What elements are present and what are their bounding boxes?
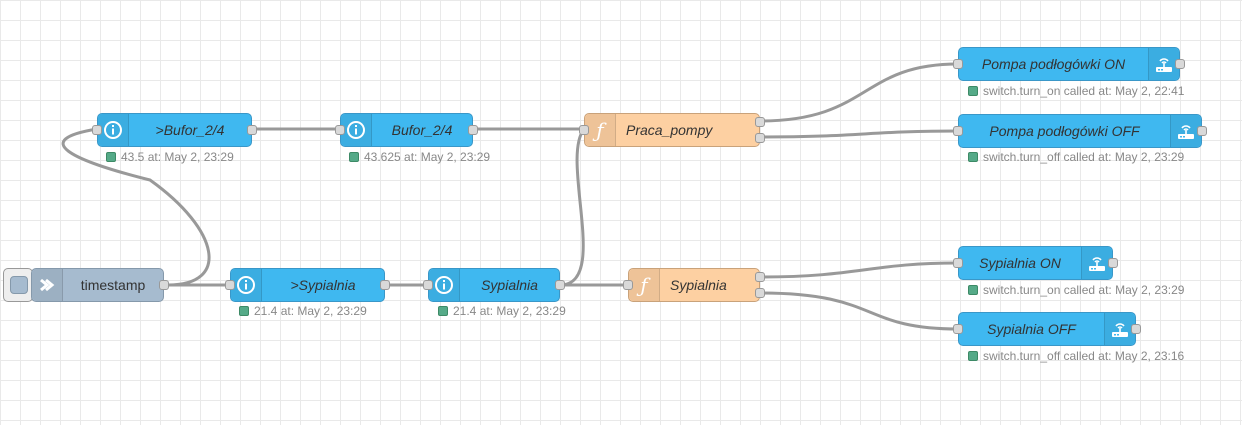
node-sypialnia-on[interactable]: Sypialnia ON	[953, 246, 1118, 280]
status-dot	[239, 306, 249, 316]
node-status: 43.5 at: May 2, 23:29	[106, 150, 234, 164]
info-icon	[429, 269, 460, 301]
status-dot	[968, 152, 978, 162]
output-port[interactable]	[247, 125, 257, 135]
node-label: Pompa podłogówki ON	[981, 56, 1126, 72]
input-port[interactable]	[92, 125, 102, 135]
node-pompa-off[interactable]: Pompa podłogówki OFF	[953, 114, 1207, 148]
node-label: >Bufor_2/4	[155, 122, 225, 138]
output-port-1[interactable]	[755, 117, 765, 127]
node-sypialnia-off[interactable]: Sypialnia OFF	[953, 312, 1141, 346]
node-label: Sypialnia ON	[979, 255, 1061, 271]
output-port-2[interactable]	[755, 133, 765, 143]
status-dot	[968, 285, 978, 295]
wire-sypialnia-praca	[559, 128, 586, 287]
node-status: 43.625 at: May 2, 23:29	[349, 150, 490, 164]
output-port[interactable]	[159, 280, 169, 290]
node-timestamp[interactable]: timestamp	[31, 268, 169, 302]
status-dot	[349, 152, 359, 162]
node-status: switch.turn_off called at: May 2, 23:29	[968, 150, 1184, 164]
wire-timestamp-bufor-gt	[61, 127, 211, 287]
info-icon	[98, 114, 129, 146]
output-port[interactable]	[555, 280, 565, 290]
node-label: Sypialnia	[481, 277, 538, 293]
input-port[interactable]	[335, 125, 345, 135]
input-port[interactable]	[953, 59, 963, 69]
router-icon	[1148, 48, 1179, 80]
node-bufor-gt[interactable]: >Bufor_2/4	[92, 113, 257, 147]
node-label: >Sypialnia	[290, 277, 356, 293]
status-dot	[968, 351, 978, 361]
arrow-right-icon	[32, 269, 63, 301]
output-port-1[interactable]	[755, 272, 765, 282]
output-port[interactable]	[1108, 258, 1118, 268]
status-dot	[968, 86, 978, 96]
output-port[interactable]	[380, 280, 390, 290]
node-label: timestamp	[80, 277, 146, 293]
input-port[interactable]	[953, 324, 963, 334]
input-port[interactable]	[953, 258, 963, 268]
status-dot	[106, 152, 116, 162]
node-label: Sypialnia	[670, 277, 727, 293]
node-status: 21.4 at: May 2, 23:29	[239, 304, 367, 318]
input-port[interactable]	[423, 280, 433, 290]
node-bufor[interactable]: Bufor_2/4	[335, 113, 478, 147]
wire-fn-sypialnia-off	[759, 291, 959, 331]
node-status: switch.turn_on called at: May 2, 23:29	[968, 283, 1184, 297]
node-label: Praca_pompy	[626, 122, 713, 138]
router-icon	[1170, 115, 1201, 147]
output-port-2[interactable]	[755, 288, 765, 298]
node-sypialnia-gt[interactable]: >Sypialnia	[225, 268, 390, 302]
input-port[interactable]	[623, 280, 633, 290]
output-port[interactable]	[1175, 59, 1185, 69]
input-port[interactable]	[225, 280, 235, 290]
function-icon: ƒ	[629, 269, 660, 301]
node-status: switch.turn_on called at: May 2, 22:41	[968, 84, 1184, 98]
inject-button[interactable]	[3, 268, 33, 302]
node-status: switch.turn_off called at: May 2, 23:16	[968, 349, 1184, 363]
node-sypialnia-function[interactable]: ƒ Sypialnia	[623, 268, 765, 302]
node-status: 21.4 at: May 2, 23:29	[438, 304, 566, 318]
output-port[interactable]	[1197, 126, 1207, 136]
input-port[interactable]	[953, 126, 963, 136]
router-icon	[1081, 247, 1112, 279]
node-label: Pompa podłogówki OFF	[989, 123, 1140, 139]
node-pompa-on[interactable]: Pompa podłogówki ON	[953, 47, 1185, 81]
info-icon	[231, 269, 262, 301]
output-port[interactable]	[468, 125, 478, 135]
wire-praca-pompa-on	[759, 62, 959, 123]
node-sypialnia[interactable]: Sypialnia	[423, 268, 565, 302]
input-port[interactable]	[579, 125, 589, 135]
wire-fn-sypialnia-on	[759, 261, 959, 279]
info-icon	[341, 114, 372, 146]
output-port[interactable]	[1131, 324, 1141, 334]
router-icon	[1104, 313, 1135, 345]
wire-praca-pompa-off	[759, 129, 959, 139]
function-icon: ƒ	[585, 114, 616, 146]
node-label: Sypialnia OFF	[987, 321, 1076, 337]
node-praca-pompy[interactable]: ƒ Praca_pompy	[579, 113, 765, 147]
node-label: Bufor_2/4	[391, 122, 453, 138]
status-dot	[438, 306, 448, 316]
